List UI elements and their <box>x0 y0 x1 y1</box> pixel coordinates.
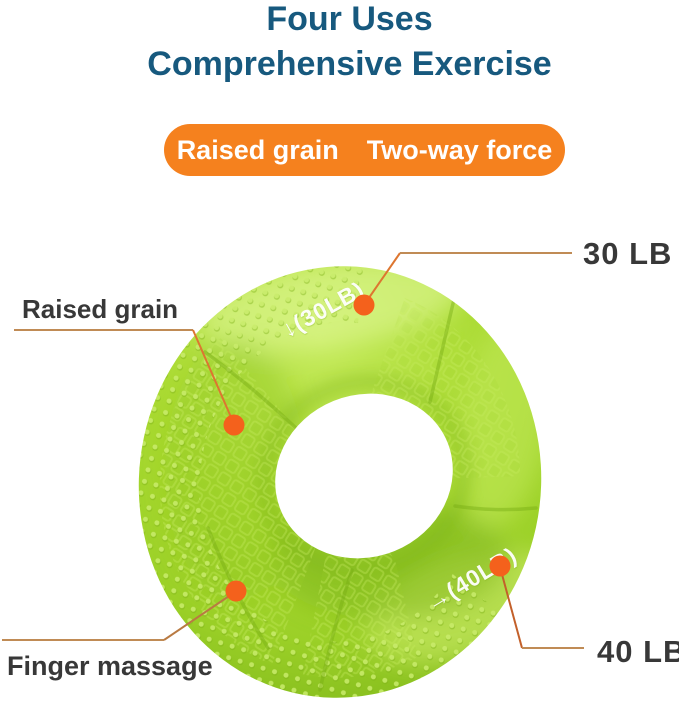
callout-label-finger-massage: Finger massage <box>7 651 213 681</box>
callout-label-30lb: 30 LB <box>583 236 673 271</box>
callout-dot-finger-massage <box>225 580 247 602</box>
callout-line-raised-grain-diagonal <box>192 329 235 425</box>
callout-label-40lb: 40 LB <box>597 634 679 669</box>
bump-texture <box>138 266 515 698</box>
callout-dot-30lb <box>353 294 375 316</box>
callout-dot-40lb <box>489 555 511 577</box>
callout-label-raised-grain: Raised grain <box>22 294 179 324</box>
callout-dot-raised-grain <box>223 414 245 436</box>
callout-line-40lb-diagonal <box>499 566 523 649</box>
callout-line-finger-massage-diagonal <box>163 591 236 641</box>
callout-lines <box>2 252 584 649</box>
